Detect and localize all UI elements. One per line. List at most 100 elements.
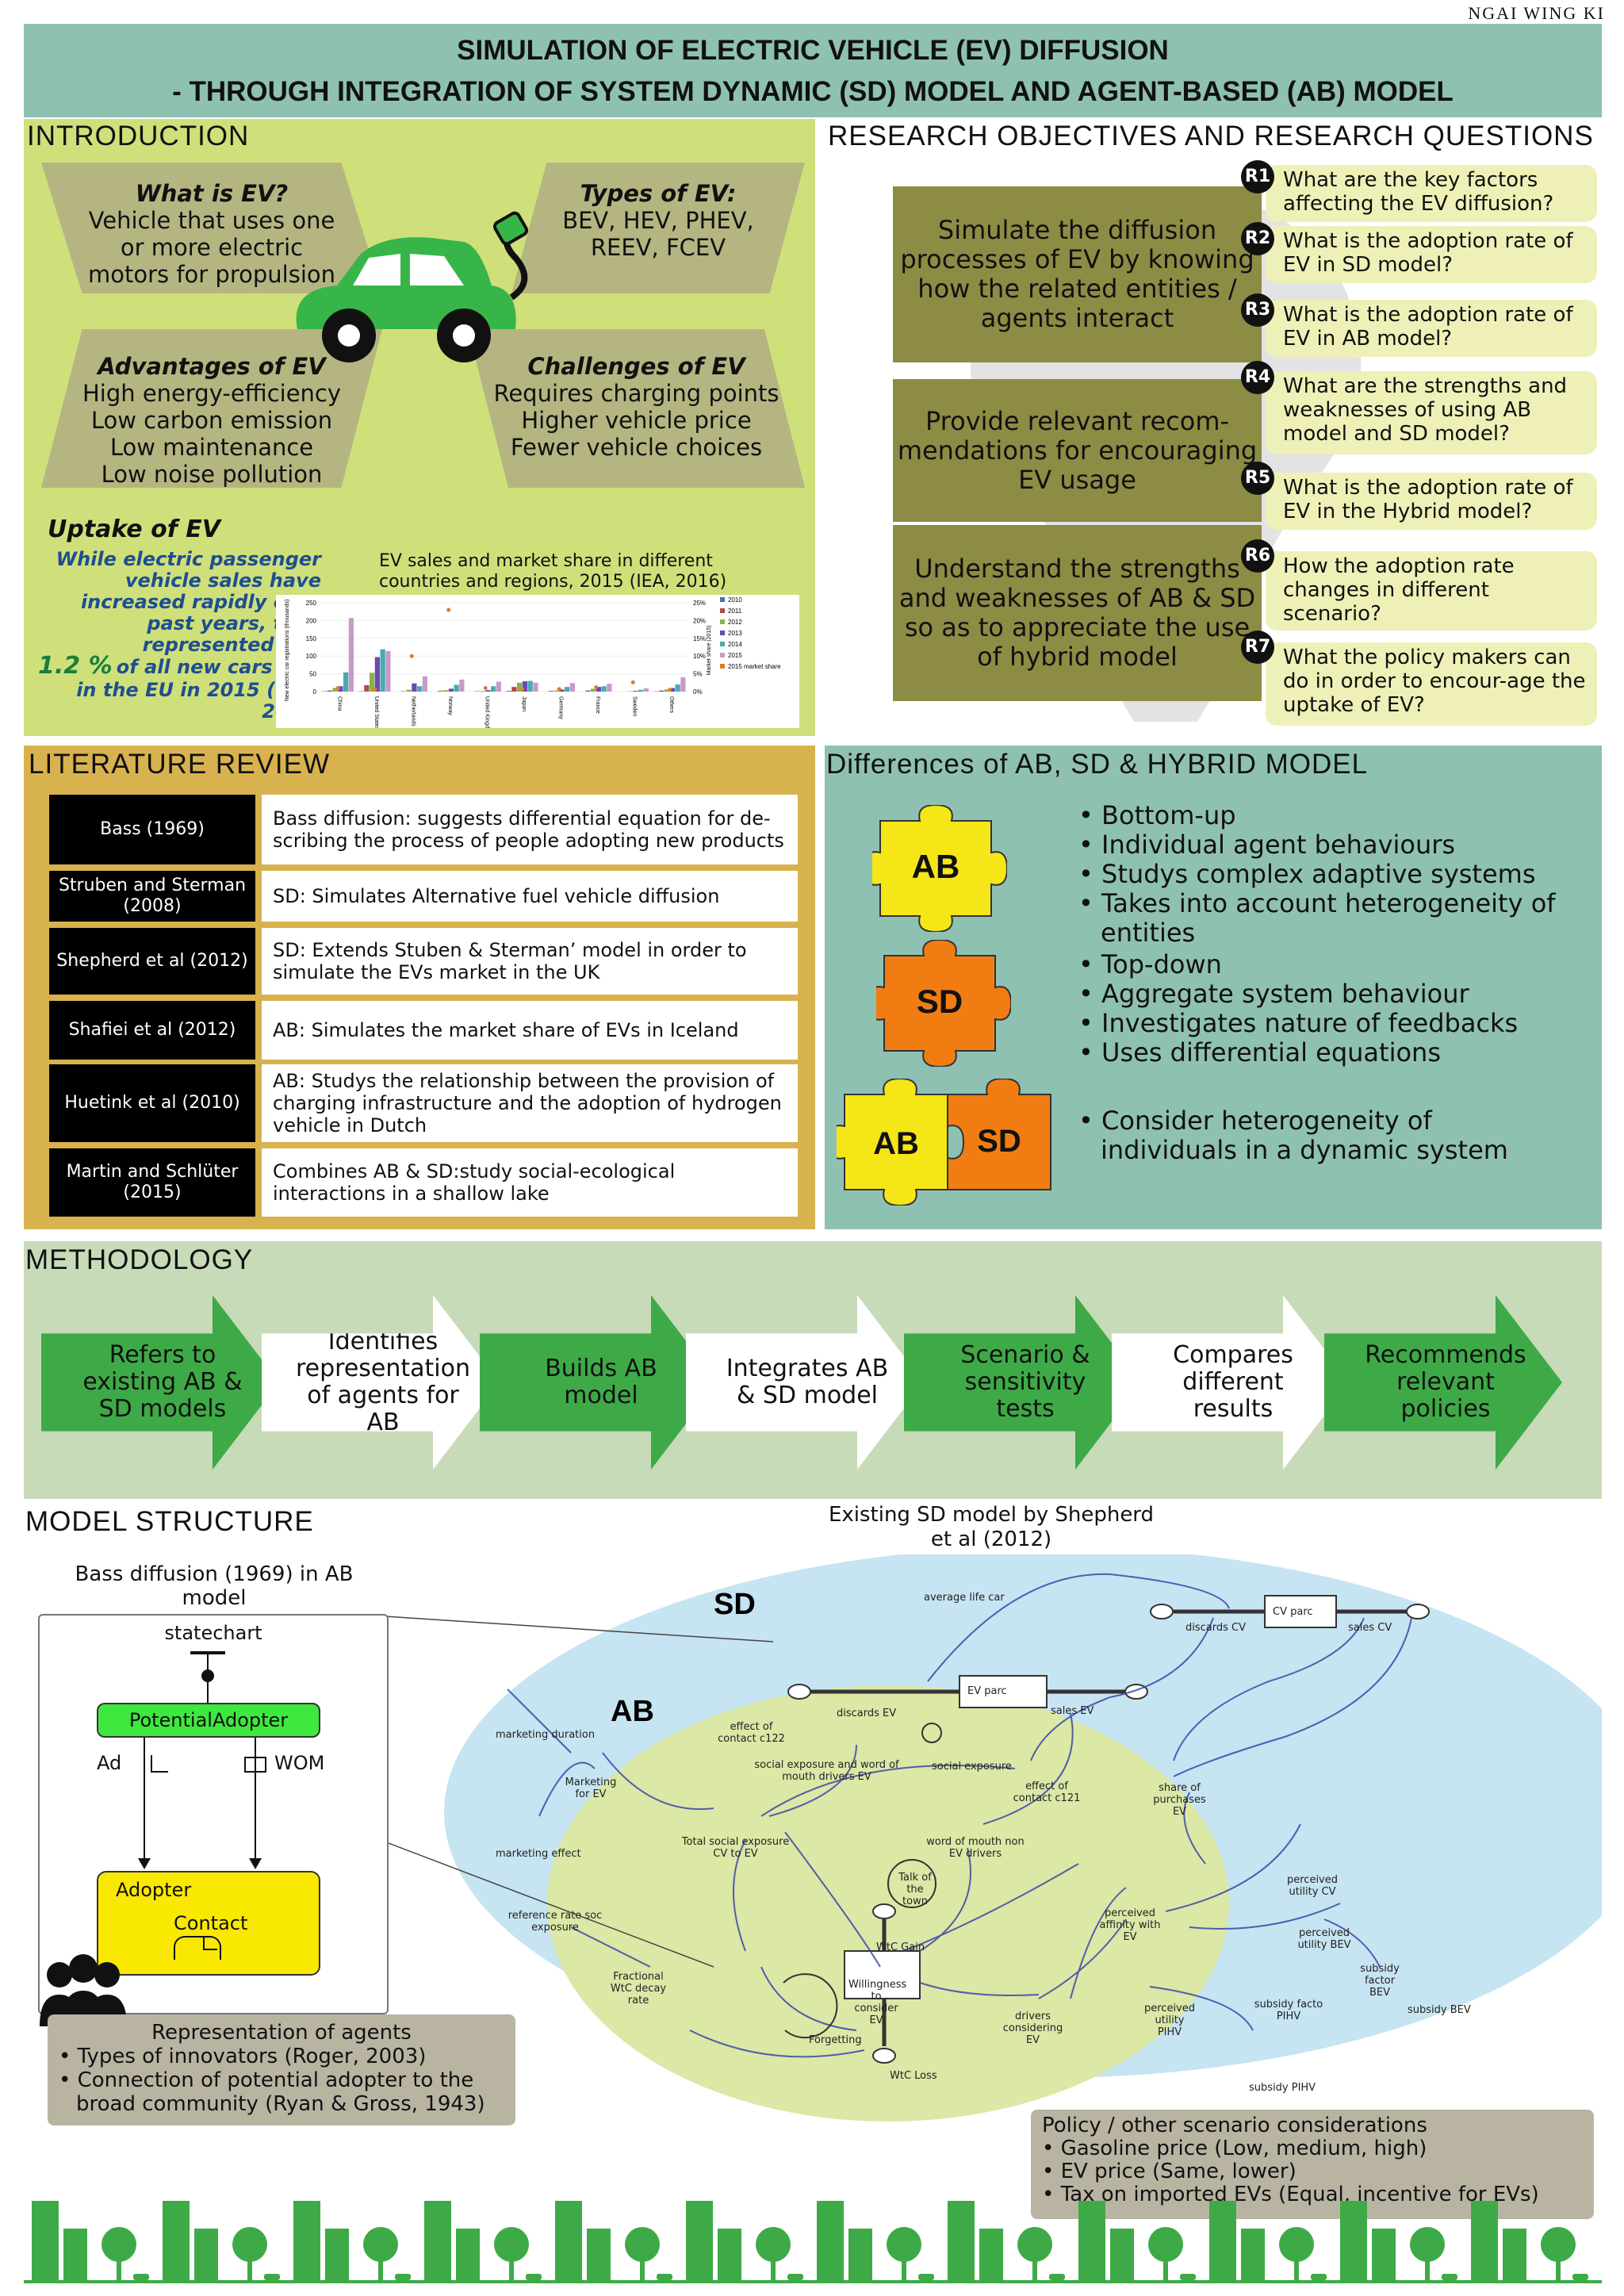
tree-icon — [1148, 2227, 1183, 2262]
label-talk-town: Talk of the town — [898, 1872, 932, 1907]
sd-bullet: Investigates nature of feedbacks — [1101, 1008, 1519, 1038]
model-heading: MODEL STRUCTURE — [25, 1506, 314, 1537]
chart-bar — [438, 691, 443, 692]
types-of-ev-box: Types of EV: BEV, HEV, PHEV, REEV, FCEV — [511, 163, 805, 293]
car-icon — [1049, 2274, 1065, 2280]
label-marketing-duration: marketing duration — [496, 1729, 596, 1741]
introduction-heading: INTRODUCTION — [27, 121, 250, 151]
mini-chart-caption: EV sales and market share in different c… — [379, 551, 727, 592]
building-icon — [555, 2201, 582, 2280]
methodology-step-label: Integrates AB & SD model — [726, 1355, 889, 1409]
sd-bullet: Uses differential equations — [1101, 1037, 1441, 1068]
building-icon — [1372, 2229, 1396, 2280]
policy-item: Tax on imported EVs (Equal, incentive fo… — [1060, 2183, 1539, 2206]
advantages-box: Advantages of EV High energy-efficiency … — [41, 329, 382, 488]
chart-market-share-point — [373, 687, 377, 692]
sd-puzzle-icon: SD — [876, 940, 1011, 1067]
label-marketing-for-ev: Marketing for EV — [565, 1777, 617, 1800]
self-loop-icon — [174, 1936, 221, 1960]
agents-item: Types of innovators (Roger, 2003) — [77, 2045, 427, 2068]
chart-legend-swatch — [720, 631, 725, 635]
tree-icon — [363, 2227, 398, 2262]
literature-desc: SD: Simulates Alternative fuel vehicle d… — [262, 871, 798, 922]
car-icon — [133, 2274, 149, 2280]
building-icon — [817, 2201, 844, 2280]
building-icon — [587, 2229, 611, 2280]
badge-r2: R2 — [1241, 222, 1274, 255]
chart-market-share-point — [594, 685, 599, 690]
label-perceived-affinity: perceived affinity with EV — [1099, 1907, 1161, 1943]
challenge-3: Fewer vehicle choices — [510, 434, 763, 461]
chart-y-tick: 150 — [306, 635, 317, 642]
title-line-1: SIMULATION OF ELECTRIC VEHICLE (EV) DIFF… — [457, 35, 1169, 66]
label-ev-parc: EV parc — [967, 1685, 1007, 1697]
label-sales-ev: sales EV — [1051, 1705, 1094, 1717]
label-sales-cv: sales CV — [1348, 1622, 1392, 1634]
sd-puzzle-label: SD — [917, 983, 963, 1020]
label-discards-cv: discards CV — [1185, 1622, 1246, 1634]
methodology-step-label: Compares different results — [1173, 1341, 1293, 1423]
tree-icon — [1163, 2256, 1168, 2280]
label-contact-c122: effect of contact c122 — [718, 1721, 785, 1745]
tree-icon — [1541, 2227, 1576, 2262]
chart-legend-swatch — [720, 653, 725, 657]
ab-bullet: Studys complex adaptive systems — [1101, 859, 1536, 889]
objective-3: Understand the strengths and weaknesses … — [893, 525, 1262, 701]
chart-legend-swatch — [720, 642, 725, 646]
chart-legend-swatch — [720, 608, 725, 613]
author-name: NGAI WING KI — [1468, 3, 1605, 23]
ab-bullet: Bottom-up — [1101, 800, 1236, 830]
chart-market-share-point — [335, 686, 340, 691]
potential-adopter-state: PotentialAdopter — [97, 1703, 320, 1738]
label-social-exposure-wom: social exposure and word of mouth driver… — [754, 1759, 899, 1783]
label-perceived-utility-pihv: perceived utility PIHV — [1143, 2003, 1195, 2038]
car-icon — [1180, 2274, 1196, 2280]
tree-icon — [887, 2227, 921, 2262]
literature-ref: Struben and Sterman (2008) — [49, 871, 255, 922]
chart-x-tick: Sweden — [631, 696, 637, 716]
tree-icon — [640, 2256, 645, 2280]
chart-x-tick: United Kingdom — [484, 696, 489, 728]
label-perceived-utility-cv: perceived utility CV — [1286, 1874, 1338, 1898]
chart-x-tick: China — [336, 696, 342, 711]
chart-bar — [517, 682, 523, 692]
literature-desc: AB: Studys the relationship between the … — [262, 1064, 798, 1142]
chart-market-share-point — [630, 680, 635, 684]
chart-bar — [591, 688, 596, 692]
methodology-step: Compares different results — [1112, 1295, 1350, 1470]
chart-bar — [527, 680, 533, 692]
advantages-title: Advantages of EV — [98, 353, 326, 380]
label-wtc-loss: WtC Loss — [890, 2070, 937, 2082]
chart-y-tick: 50 — [309, 671, 316, 678]
badge-r3: R3 — [1241, 293, 1274, 327]
tree-icon — [1556, 2256, 1561, 2280]
chart-y-label: New electric car registrations (thousand… — [285, 600, 290, 702]
title-line-2: - THROUGH INTEGRATION OF SYSTEM DYNAMIC … — [172, 76, 1454, 107]
chart-bar — [638, 689, 644, 692]
car-icon — [1442, 2274, 1457, 2280]
chart-bar — [643, 688, 649, 692]
model-diagram: SD AB — [444, 1554, 1602, 2122]
chart-bar — [511, 687, 517, 692]
building-icon — [948, 2201, 975, 2280]
badge-r4: R4 — [1241, 361, 1274, 394]
tree-icon — [756, 2227, 791, 2262]
methodology-step-label: Refers to existing AB & SD models — [82, 1341, 243, 1423]
existing-sd-caption: Existing SD model by Shepherd et al (201… — [828, 1503, 1155, 1551]
loop-icon — [887, 1859, 936, 1908]
chart-y2-label: Market share (2015) — [707, 625, 712, 675]
methodology-step: Recommends relevant policies — [1324, 1295, 1562, 1470]
tree-icon — [771, 2256, 776, 2280]
policy-title: Policy / other scenario considerations — [1042, 2114, 1427, 2137]
ad-transition-label: Ad — [97, 1752, 122, 1774]
challenges-title: Challenges of EV — [527, 353, 745, 380]
loop-icon — [783, 1973, 838, 2039]
label-subsidy-factor-bev: subsidy factor BEV — [1360, 1963, 1400, 1999]
chart-legend-label: 2015 — [728, 652, 742, 659]
sd-bullet: Top-down — [1101, 949, 1222, 979]
methodology-panel: METHODOLOGY Refers to existing AB & SD m… — [24, 1241, 1602, 1499]
hybrid-sd-label: SD — [977, 1124, 1021, 1159]
label-contact-c121: effect of contact c121 — [1013, 1780, 1081, 1804]
tree-icon — [102, 2227, 136, 2262]
hybrid-puzzle-icon: AB SD — [837, 1079, 1051, 1205]
